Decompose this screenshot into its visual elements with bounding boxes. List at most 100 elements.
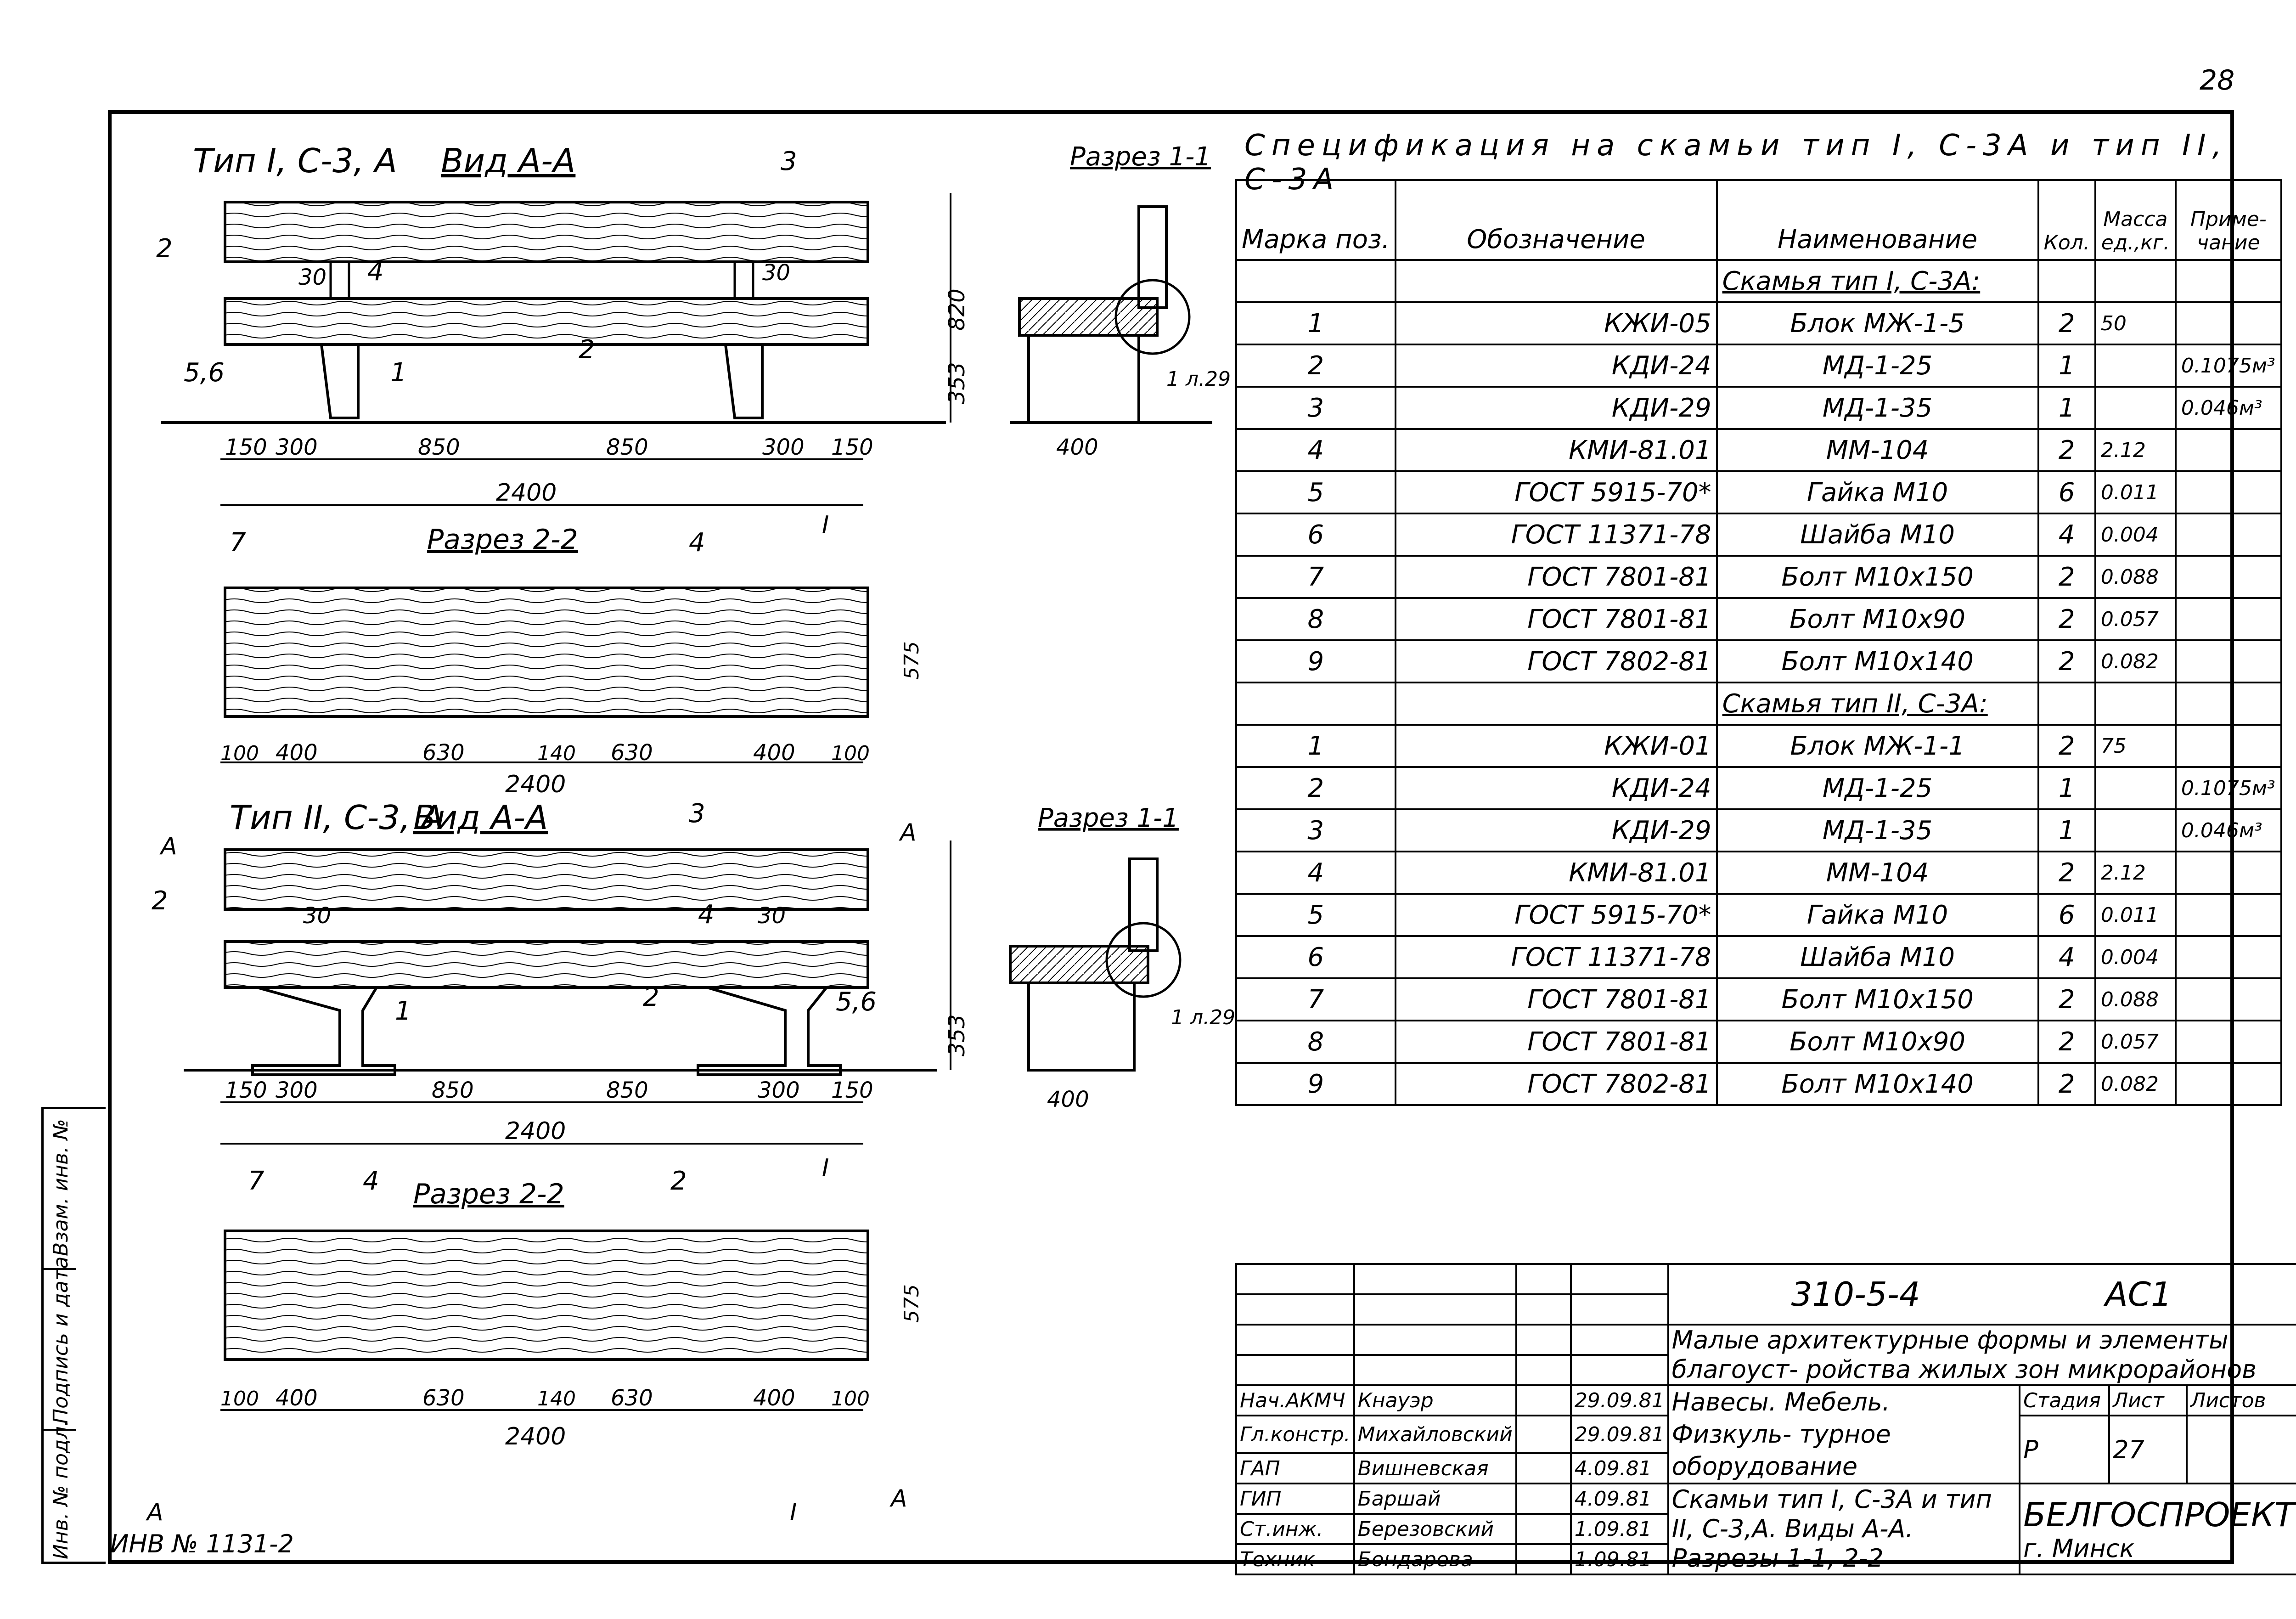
spec-designation: ГОСТ 5915-70* xyxy=(1394,470,1718,514)
section11-seat xyxy=(1018,297,1159,337)
spec-note: 0.046м³ xyxy=(2174,808,2282,852)
spec-designation: КЖИ-01 xyxy=(1394,724,1718,768)
spec-note xyxy=(2174,1062,2282,1106)
dim-2400c: 2400 xyxy=(505,1117,566,1145)
spec-qty: 2 xyxy=(2037,977,2096,1021)
stamp-sheets xyxy=(2186,1415,2296,1484)
dim-400e: 400 xyxy=(276,1385,318,1411)
dim-575b: 575 xyxy=(900,1284,923,1323)
spec-note xyxy=(2174,724,2282,768)
stamp-person-4: Баршай xyxy=(1353,1483,1517,1515)
dim-140a: 140 xyxy=(537,742,576,765)
spec-mass: 75 xyxy=(2094,724,2177,768)
spec-pos: 6 xyxy=(1235,935,1396,979)
spec-note xyxy=(2174,851,2282,895)
stamp-role-6: Техник xyxy=(1235,1543,1355,1575)
spec-pos: 9 xyxy=(1235,639,1396,683)
spec-note xyxy=(2174,893,2282,937)
spec-designation: ГОСТ 5915-70* xyxy=(1394,893,1718,937)
dim-630c: 630 xyxy=(422,1385,465,1411)
dim-820: 820 xyxy=(944,288,970,331)
spec-designation: КДИ-29 xyxy=(1394,386,1718,430)
spec-qty: 6 xyxy=(2037,893,2096,937)
spec-mass xyxy=(2094,386,2177,430)
dim-140b: 140 xyxy=(537,1387,576,1410)
dim-100a: 100 xyxy=(220,742,259,765)
stamp-date-5: 1.09.81 xyxy=(1570,1513,1669,1545)
stamp-role-3: ГАП xyxy=(1235,1452,1355,1484)
stamp-sheet-label: Лист xyxy=(2108,1384,2188,1416)
section11-back-b xyxy=(1128,857,1159,952)
stamp-signature-4 xyxy=(1515,1483,1572,1515)
spec-note: 0.1075м³ xyxy=(2174,766,2282,810)
spec-designation: ГОСТ 7801-81 xyxy=(1394,977,1718,1021)
stamp-code: 310-5-4 xyxy=(1791,1275,1920,1314)
spec-empty-cell xyxy=(2037,682,2096,726)
dim-150b: 150 xyxy=(831,434,873,460)
side-stamp: Взам. инв. № Подпись и дата Инв. № подл. xyxy=(41,1107,106,1564)
stamp-project-title: Малые архитектурные формы и элементы бла… xyxy=(1667,1324,2296,1386)
dim-400f: 400 xyxy=(753,1385,795,1411)
callout-4c: 4 xyxy=(698,900,715,930)
spec-designation: КДИ-24 xyxy=(1394,344,1718,388)
spec-mass: 0.011 xyxy=(2094,470,2177,514)
stamp-signature-6 xyxy=(1515,1543,1572,1575)
callout-1a: 1 xyxy=(390,358,407,388)
spec-note: 0.1075м³ xyxy=(2174,344,2282,388)
spec-qty: 2 xyxy=(2037,724,2096,768)
stamp-section-title: Навесы. Мебель. Физкуль- турное оборудов… xyxy=(1667,1384,2021,1484)
section11-back xyxy=(1137,205,1168,309)
spec-mass xyxy=(2094,808,2177,852)
support-right-2 xyxy=(697,986,842,1076)
spec-group-type2: Скамья тип II, С-3А: xyxy=(1716,682,2039,726)
spec-pos: 3 xyxy=(1235,386,1396,430)
callout-2d: 2 xyxy=(643,982,659,1012)
type2-title: Тип II, С-3, А xyxy=(230,798,444,837)
section22-boards-b xyxy=(224,1230,869,1361)
type2-view-title: Вид А-А xyxy=(413,798,548,837)
spec-designation: КМИ-81.01 xyxy=(1394,851,1718,895)
spec-name: МД-1-35 xyxy=(1716,808,2039,852)
spec-note xyxy=(2174,977,2282,1021)
spec-qty: 2 xyxy=(2037,639,2096,683)
stamp-person-6: Бондарева xyxy=(1353,1543,1517,1575)
spec-mass: 50 xyxy=(2094,301,2177,345)
dim-850c: 850 xyxy=(432,1077,474,1103)
spec-name: Гайка М10 xyxy=(1716,470,2039,514)
stamp-sheet: 27 xyxy=(2108,1415,2188,1484)
backrest-board xyxy=(224,201,869,263)
spec-name: Болт М10х90 xyxy=(1716,597,2039,641)
dim-150a: 150 xyxy=(225,434,267,460)
spec-mass: 0.057 xyxy=(2094,597,2177,641)
spec-name: Блок МЖ-1-5 xyxy=(1716,301,2039,345)
section11-support-b xyxy=(1027,982,1136,1072)
stamp-person-1: Кнауэр xyxy=(1353,1384,1517,1416)
dim-850b: 850 xyxy=(606,434,648,460)
spec-pos: 7 xyxy=(1235,555,1396,599)
dim-150d: 150 xyxy=(831,1077,873,1103)
callout-sheet29a: 1 л.29 xyxy=(1166,367,1231,391)
section11-title-a: Разрез 1-1 xyxy=(1070,142,1211,172)
spec-group-type1: Скамья тип I, С-3А: xyxy=(1716,259,2039,303)
stamp-signature-5 xyxy=(1515,1513,1572,1545)
dim-353b: 353 xyxy=(944,1014,970,1056)
spec-note xyxy=(2174,555,2282,599)
stamp-sheets-label: Листов xyxy=(2186,1384,2296,1416)
spec-mass: 2.12 xyxy=(2094,851,2177,895)
callout-7b: 7 xyxy=(248,1166,264,1196)
dim-400c: 400 xyxy=(753,740,795,766)
spec-note xyxy=(2174,513,2282,557)
dim-400b: 400 xyxy=(276,740,318,766)
spec-col-pos: Марка поз. xyxy=(1235,179,1396,261)
spec-name: МД-1-25 xyxy=(1716,766,2039,810)
spec-designation: КДИ-24 xyxy=(1394,766,1718,810)
spec-designation: КДИ-29 xyxy=(1394,808,1718,852)
